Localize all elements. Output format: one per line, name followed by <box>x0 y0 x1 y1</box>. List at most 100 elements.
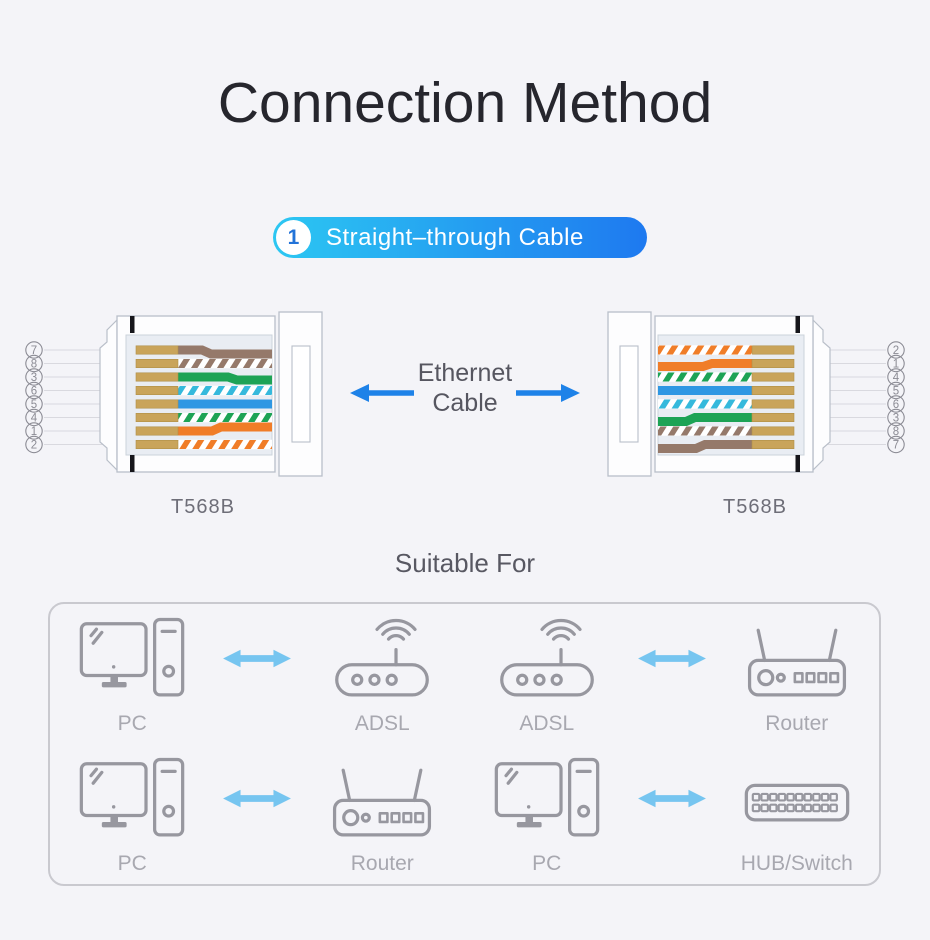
plug-nose <box>812 318 831 472</box>
wire-brown <box>177 345 272 359</box>
device-right: HUB/Switch <box>722 753 872 876</box>
gold-contact <box>135 386 179 396</box>
device-left: PC <box>472 753 622 876</box>
device-label: PC <box>117 851 147 875</box>
gold-contact <box>751 345 795 355</box>
boot-slot <box>291 345 311 443</box>
pin-number: 2 <box>31 439 37 451</box>
pin-number: 1 <box>893 358 899 370</box>
pin-number: 5 <box>893 385 899 397</box>
pin-number: 6 <box>31 385 37 397</box>
standard-label-left: T568B <box>171 496 235 518</box>
device-left: PC <box>57 753 207 876</box>
device-label: ADSL <box>354 711 410 735</box>
wire-green <box>177 372 272 385</box>
gold-contact <box>135 426 179 436</box>
wire-orange <box>658 359 753 371</box>
pin-number: 6 <box>893 399 899 411</box>
arrow-left-head <box>350 384 369 402</box>
gold-contact <box>751 386 795 396</box>
gold-contact <box>751 399 795 409</box>
device-label: Router <box>350 851 414 875</box>
latch-mark-top <box>130 316 135 333</box>
pin-number-ring <box>887 381 905 400</box>
gold-contact <box>135 399 179 409</box>
gold-contact <box>135 345 179 355</box>
pin-number: 7 <box>893 439 899 451</box>
connection-pair-adsl-router: ADSL Router <box>465 604 880 744</box>
ethernet-cable-label-line1: Ethernet <box>418 359 513 387</box>
gold-contact <box>751 440 795 450</box>
section-badge: 1 Straight–through Cable <box>273 217 647 258</box>
gold-contact <box>751 372 795 382</box>
pin-number-ring <box>887 341 905 359</box>
latch-mark-bottom <box>130 455 135 472</box>
pin-number-ring <box>25 435 43 454</box>
pin-number-ring <box>25 408 43 427</box>
connection-pair-pc-router: PC Router <box>50 744 465 884</box>
pin-number: 4 <box>893 372 900 384</box>
boot-slot <box>619 345 639 443</box>
pin-number-ring <box>25 381 43 400</box>
connection-pair-pc-adsl: PC ADSL <box>50 604 465 744</box>
pin-number-ring <box>25 354 43 373</box>
adsl-modem-icon <box>493 613 601 710</box>
latch-mark-top <box>795 316 800 333</box>
pin-number-ring <box>25 395 43 413</box>
pin-number: 8 <box>893 426 899 438</box>
pin-number: 7 <box>31 345 37 357</box>
plug-nose <box>99 318 118 472</box>
gold-contact <box>135 358 179 368</box>
standard-label-right: T568B <box>723 496 787 518</box>
pc-icon <box>78 753 186 850</box>
ethernet-cable-label-line2: Cable <box>432 389 497 417</box>
device-left: ADSL <box>472 613 622 736</box>
device-right: Router <box>307 753 457 876</box>
pc-icon <box>78 613 186 710</box>
pin-number: 5 <box>31 399 37 411</box>
router-icon <box>328 753 436 850</box>
double-arrow-icon <box>223 789 292 807</box>
page-title: Connection Method <box>217 71 713 135</box>
device-label: HUB/Switch <box>740 851 853 875</box>
gold-contact <box>751 426 795 436</box>
badge-label: Straight–through Cable <box>326 223 584 251</box>
pin-number: 8 <box>31 358 37 370</box>
double-arrow-icon <box>637 789 706 807</box>
wire-brown <box>658 440 753 453</box>
gold-contact <box>135 413 179 423</box>
adsl-modem-icon <box>328 613 436 710</box>
gold-contact <box>135 440 179 450</box>
device-label: PC <box>117 711 147 735</box>
wire-green <box>658 413 753 426</box>
gold-contact <box>751 358 795 368</box>
latch-mark-bottom <box>795 455 800 472</box>
double-arrow-icon <box>223 649 292 667</box>
pin-number-ring <box>887 408 905 427</box>
connection-pair-pc-hub: PC HUB/Switch <box>465 744 880 884</box>
pin-number-ring <box>887 435 905 454</box>
arrow-right-head <box>561 384 580 402</box>
router-icon <box>743 613 851 710</box>
gold-contact <box>751 413 795 423</box>
device-right: ADSL <box>307 613 457 736</box>
pin-number-ring <box>887 368 905 386</box>
pin-number: 4 <box>31 412 38 424</box>
pin-number-ring <box>887 395 905 413</box>
device-right: Router <box>722 613 872 736</box>
pin-number-ring <box>887 422 905 440</box>
double-arrow-icon <box>637 649 706 667</box>
pin-number: 1 <box>31 426 37 438</box>
hub-switch-icon <box>743 753 851 850</box>
pin-number-ring <box>25 422 43 440</box>
device-left: PC <box>57 613 207 736</box>
badge-number: 1 <box>276 220 311 255</box>
device-label: ADSL <box>519 711 575 735</box>
device-label: Router <box>765 711 829 735</box>
pin-number: 3 <box>893 412 899 424</box>
pin-number-ring <box>887 354 905 373</box>
wire-orange <box>177 422 272 436</box>
